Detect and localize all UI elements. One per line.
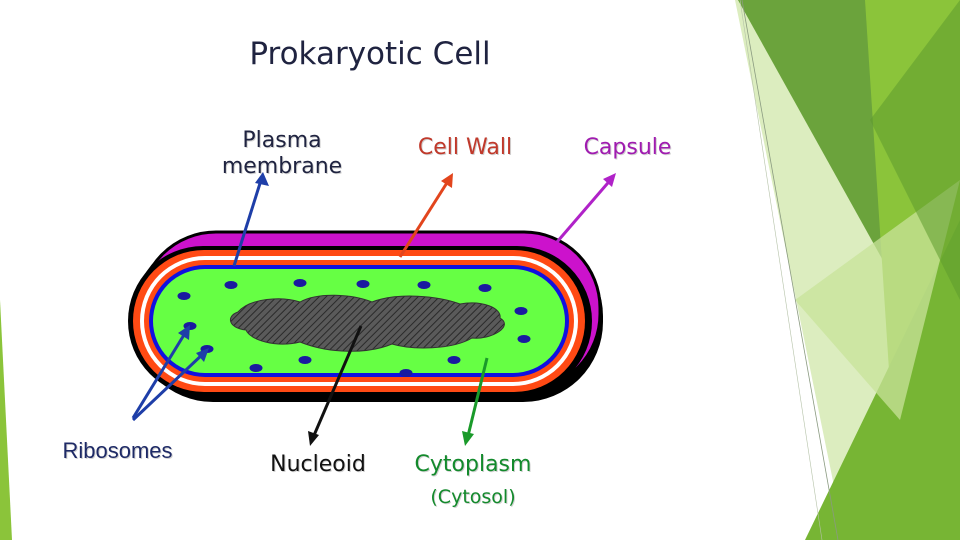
- ribosomes-pointer-1: [131, 325, 190, 419]
- ribosome: [177, 292, 191, 300]
- cytoplasm-label: Cytoplasm (Cytosol): [398, 452, 548, 510]
- plasma-membrane-label: Plasma membrane: [202, 128, 362, 180]
- decor-triangle-dark-top: [738, 0, 905, 300]
- plasma-membrane-label-line2: membrane: [221, 154, 343, 179]
- ribosome: [356, 280, 370, 288]
- plasma-membrane-label-line1: Plasma: [242, 128, 322, 153]
- cytosol-label-text: (Cytosol): [430, 486, 516, 508]
- decor-thin-line-2: [739, 0, 823, 540]
- ribosome: [298, 356, 312, 364]
- ribosome: [447, 356, 461, 364]
- ribosomes-label: Ribosomes: [62, 438, 173, 463]
- cell-wall-pointer: [398, 173, 453, 258]
- nucleoid-shape: [230, 294, 505, 352]
- plasma-membrane-pointer: [232, 172, 269, 267]
- ribosome: [399, 369, 413, 377]
- ribosome: [514, 307, 528, 315]
- cytoplasm-label-text: Cytoplasm: [414, 452, 532, 477]
- decor-triangle-left-edge: [0, 300, 12, 540]
- cell-wall-label: Cell Wall: [417, 135, 513, 160]
- nucleoid-label: Nucleoid: [270, 452, 366, 477]
- ribosomes-pointer-2: [131, 348, 209, 422]
- ribosome: [478, 284, 492, 292]
- decor-thin-line-1: [741, 0, 839, 540]
- nucleoid-pointer: [308, 325, 363, 446]
- ribosome: [417, 281, 431, 289]
- ribosome: [249, 364, 263, 372]
- ribosome: [517, 335, 531, 343]
- cytoplasm-pointer: [462, 357, 489, 446]
- page-title: Prokaryotic Cell: [249, 36, 491, 72]
- capsule-label: Capsule: [583, 135, 672, 160]
- decor-triangle-light-lower: [795, 180, 960, 420]
- capsule-pointer: [555, 173, 616, 243]
- ribosome: [293, 279, 307, 287]
- decor-triangle-dark-right: [870, 0, 960, 300]
- ribosome: [224, 281, 238, 289]
